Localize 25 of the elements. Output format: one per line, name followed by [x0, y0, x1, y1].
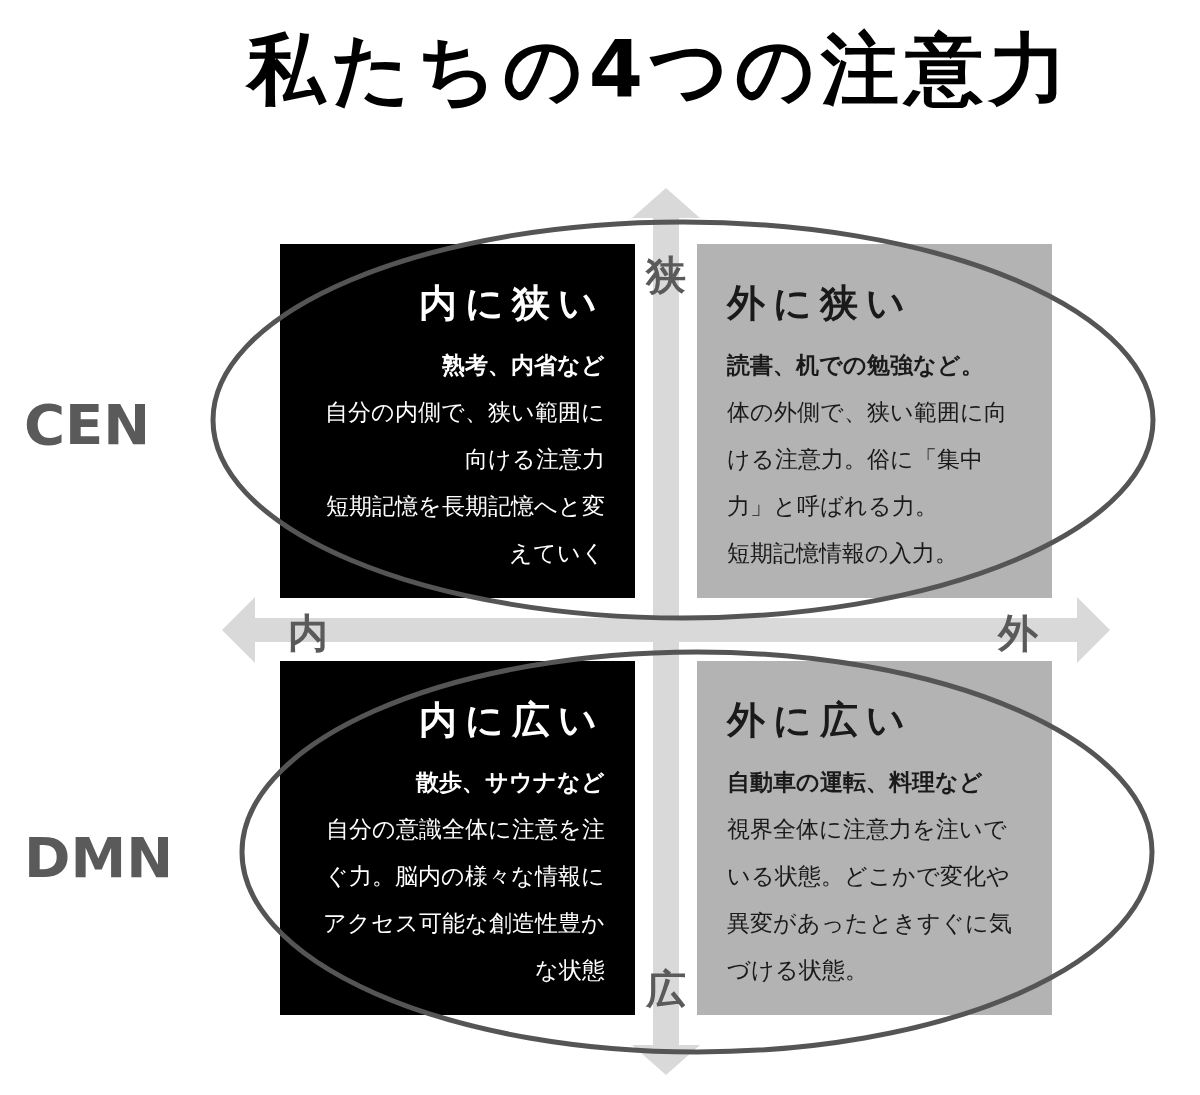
description-text: 短期記憶情報の入力。: [727, 539, 959, 568]
panel-heading: 内に広い: [418, 697, 605, 744]
axis-label: 内: [288, 609, 328, 658]
example-text: 散歩、サウナなど: [414, 768, 605, 797]
description-text: 視界全体に注意力を注いでいる状態。どこかで変化や異変があったときすぐに気づける状態。: [727, 815, 1013, 985]
quadrant-panel: [697, 661, 1052, 1015]
network-label: CEN: [24, 392, 151, 457]
description-text: 短期記憶を長期記憶へと変えていく: [325, 492, 605, 568]
axis-label: 狭: [646, 251, 686, 300]
quadrant-panel: [280, 244, 635, 598]
example-text: 自動車の運転、料理など: [727, 768, 984, 797]
network-label: DMN: [24, 825, 174, 890]
quadrant-panel: [280, 661, 635, 1015]
axis-label: 広: [646, 965, 686, 1014]
description-text: 自分の内側で、狭い範囲に向ける注意力: [324, 398, 605, 474]
title: 私たちの4つの注意力: [244, 23, 1075, 116]
quadrant-panel: [697, 244, 1052, 598]
example-text: 読書、机での勉強など。: [727, 351, 985, 380]
panel-heading: 内に狭い: [418, 280, 605, 327]
panel-heading: 外に広い: [727, 697, 914, 744]
description-text: 自分の意識全体に注意を注ぐ力。脳内の様々な情報にアクセス可能な創造性豊かな状態: [322, 815, 605, 985]
axis-label: 外: [998, 609, 1038, 658]
panel-heading: 外に狭い: [727, 280, 914, 327]
description-text: 体の外側で、狭い範囲に向ける注意力。俗に「集中力」と呼ばれる力。: [727, 398, 1008, 521]
example-text: 熟考、内省など: [441, 351, 605, 380]
